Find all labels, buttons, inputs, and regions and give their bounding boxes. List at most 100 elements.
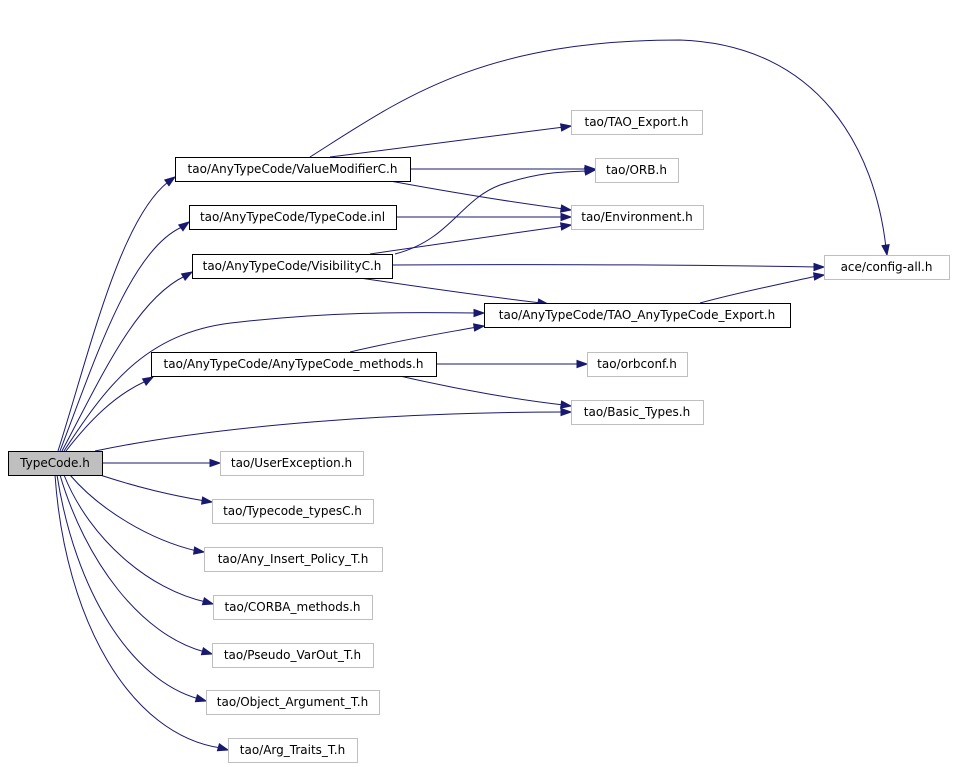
edge-root-tct <box>99 474 214 505</box>
node-box <box>571 400 704 425</box>
arrowhead <box>192 546 206 555</box>
node-label: tao/Basic_Types.h <box>584 405 690 419</box>
arrowhead <box>559 204 573 213</box>
edge-atcm-orbconf <box>436 359 589 369</box>
node-env[interactable]: tao/Environment.h <box>571 205 704 230</box>
edge-line <box>389 180 572 211</box>
arrowhead <box>141 376 155 386</box>
node-box <box>192 254 393 279</box>
node-box <box>204 547 383 572</box>
node-label: tao/Pseudo_VarOut_T.h <box>224 648 361 662</box>
edge-vis-atcexp <box>359 277 550 307</box>
edge-line <box>399 375 572 407</box>
node-pvo[interactable]: tao/Pseudo_VarOut_T.h <box>212 643 374 668</box>
node-box <box>484 303 791 328</box>
node-oat[interactable]: tao/Object_Argument_T.h <box>206 690 380 715</box>
edge-line <box>99 474 213 503</box>
node-label: tao/UserException.h <box>231 456 352 470</box>
edge-line <box>359 277 549 305</box>
edge-vm-cfg <box>309 39 890 257</box>
node-label: tao/AnyTypeCode/AnyTypeCode_methods.h <box>164 357 424 371</box>
node-label: tao/CORBA_methods.h <box>224 600 360 614</box>
node-vm[interactable]: tao/AnyTypeCode/ValueModifierC.h <box>175 157 411 182</box>
node-layer: TypeCode.h tao/AnyTypeCode/ValueModifierC… <box>8 110 950 763</box>
edge-line <box>94 411 571 452</box>
arrowhead <box>180 271 194 281</box>
edge-line <box>63 312 484 452</box>
node-box <box>189 205 397 230</box>
node-atcm[interactable]: tao/AnyTypeCode/AnyTypeCode_methods.h <box>151 352 437 377</box>
node-orb[interactable]: tao/ORB.h <box>595 158 679 183</box>
node-box <box>175 157 411 182</box>
node-box <box>151 352 437 377</box>
edge-root-corba <box>63 474 215 606</box>
node-box <box>571 205 704 230</box>
node-corba[interactable]: tao/CORBA_methods.h <box>213 595 373 620</box>
arrowhead <box>881 243 890 257</box>
node-basic[interactable]: tao/Basic_Types.h <box>571 400 704 425</box>
node-cfg[interactable]: ace/config-all.h <box>824 255 950 280</box>
arrowhead <box>812 272 826 281</box>
arrowhead <box>177 221 191 232</box>
node-box <box>213 595 373 620</box>
arrowhead <box>583 167 597 176</box>
node-label: tao/TAO_Export.h <box>585 115 689 129</box>
node-orbconf[interactable]: tao/orbconf.h <box>587 352 688 377</box>
node-label: tao/AnyTypeCode/VisibilityC.h <box>203 259 382 273</box>
edge-atcm-atcexp <box>349 323 486 353</box>
arrowhead <box>472 323 486 332</box>
node-box <box>8 451 103 476</box>
node-tct[interactable]: tao/Typecode_typesC.h <box>212 499 374 524</box>
edge-line <box>309 39 888 256</box>
node-label: tao/AnyTypeCode/ValueModifierC.h <box>188 162 398 176</box>
node-label: tao/Any_Insert_Policy_T.h <box>218 552 369 566</box>
arrowhead <box>813 262 826 272</box>
node-taoexp[interactable]: tao/TAO_Export.h <box>571 110 703 135</box>
edge-line <box>59 221 190 452</box>
edge-root-atcm <box>65 376 155 452</box>
node-root: TypeCode.h <box>8 451 103 476</box>
arrowhead <box>216 742 230 752</box>
node-atcexp[interactable]: tao/AnyTypeCode/TAO_AnyTypeCode_Export.h <box>484 303 791 328</box>
edge-vm-env <box>389 180 573 213</box>
edge-root-oat <box>56 474 208 703</box>
arrowhead <box>200 646 214 656</box>
edge-root-atcexp <box>63 308 486 452</box>
edge-line <box>59 474 213 655</box>
node-label: tao/ORB.h <box>606 163 667 177</box>
node-aip[interactable]: tao/Any_Insert_Policy_T.h <box>204 547 383 572</box>
node-label: tao/AnyTypeCode/TAO_AnyTypeCode_Export.h <box>499 308 775 322</box>
node-box <box>595 158 679 183</box>
edge-line <box>57 176 176 452</box>
edge-tcinl-env <box>396 212 573 222</box>
node-box <box>212 643 374 668</box>
node-label: ace/config-all.h <box>841 260 933 274</box>
arrowhead <box>201 596 215 606</box>
node-vis[interactable]: tao/AnyTypeCode/VisibilityC.h <box>192 254 393 279</box>
edge-line <box>394 169 596 255</box>
edge-line <box>329 125 572 158</box>
arrowhead <box>560 212 573 222</box>
edge-line <box>699 274 825 304</box>
arrowhead <box>559 123 573 132</box>
node-box <box>571 110 703 135</box>
node-uex[interactable]: tao/UserException.h <box>220 451 364 476</box>
node-box <box>220 451 364 476</box>
edge-vm-taoexp <box>329 123 573 158</box>
edge-atcm-basic <box>399 375 573 409</box>
arrowhead <box>559 222 573 231</box>
node-label: TypeCode.h <box>19 456 90 470</box>
arrowhead <box>209 458 222 468</box>
edge-root-basic <box>94 407 573 452</box>
node-tcinl[interactable]: tao/AnyTypeCode/TypeCode.inl <box>189 205 397 230</box>
edge-line <box>54 474 229 751</box>
node-box <box>587 352 688 377</box>
node-label: tao/Typecode_typesC.h <box>223 504 362 518</box>
arrowhead <box>473 308 486 318</box>
arrowhead <box>560 407 573 417</box>
node-label: tao/Arg_Traits_T.h <box>240 743 345 757</box>
node-box <box>212 499 374 524</box>
node-att[interactable]: tao/Arg_Traits_T.h <box>228 738 358 763</box>
arrowhead <box>200 496 214 505</box>
